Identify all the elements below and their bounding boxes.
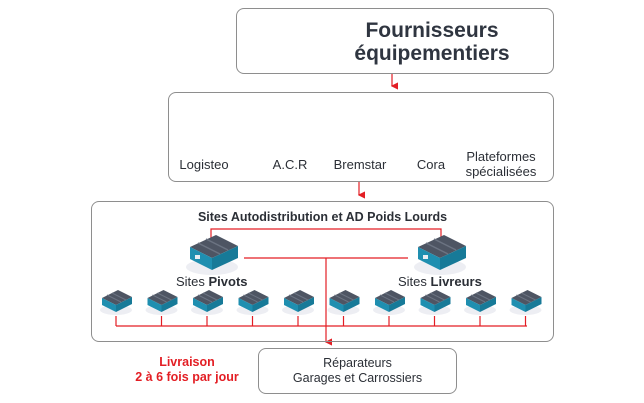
delivery-line1: Livraison <box>159 355 215 369</box>
distributor-label-bremstar: Bremstar <box>333 157 387 172</box>
livreurs-prefix: Sites <box>398 274 431 289</box>
suppliers-box: Fournisseurs équipementiers <box>236 8 554 74</box>
reparateurs-line1: Réparateurs <box>323 356 392 370</box>
ad-sites-box: Sites Autodistribution et AD Poids Lourd… <box>91 201 554 342</box>
distributor-label-plateformes: Plateformes spécialisées <box>456 149 546 179</box>
suppliers-title: Fournisseurs équipementiers <box>327 19 537 65</box>
livreurs-bold: Livreurs <box>430 274 482 289</box>
distributor-label-cora: Cora <box>416 157 446 172</box>
delivery-frequency: Livraison 2 à 6 fois par jour <box>132 355 242 385</box>
pivots-prefix: Sites <box>176 274 209 289</box>
plateformes-line1: Plateformes <box>466 149 536 164</box>
distributor-label-logisteo: Logisteo <box>179 157 229 172</box>
suppliers-title-line1: Fournisseurs <box>365 19 499 42</box>
pivot-livreur-link <box>210 228 442 238</box>
ad-title: Sites Autodistribution et AD Poids Lourd… <box>197 210 448 224</box>
distributor-label-acr: A.C.R <box>272 157 308 172</box>
reparateurs-box: Réparateurs Garages et Carrossiers <box>258 348 457 394</box>
reparateurs-line2: Garages et Carrossiers <box>292 371 423 385</box>
delivery-line2: 2 à 6 fois par jour <box>135 370 239 384</box>
sites-pivots-label: Sites Pivots <box>176 274 248 289</box>
reparateurs-text: Réparateurs Garages et Carrossiers <box>259 356 456 386</box>
pivots-bold: Pivots <box>208 274 248 289</box>
sites-livreurs-label: Sites Livreurs <box>398 274 482 289</box>
distributors-box: Logisteo A.C.R Bremstar Cora Plateformes… <box>168 92 554 182</box>
plateformes-line2: spécialisées <box>465 164 537 179</box>
suppliers-title-line2: équipementiers <box>354 42 510 65</box>
